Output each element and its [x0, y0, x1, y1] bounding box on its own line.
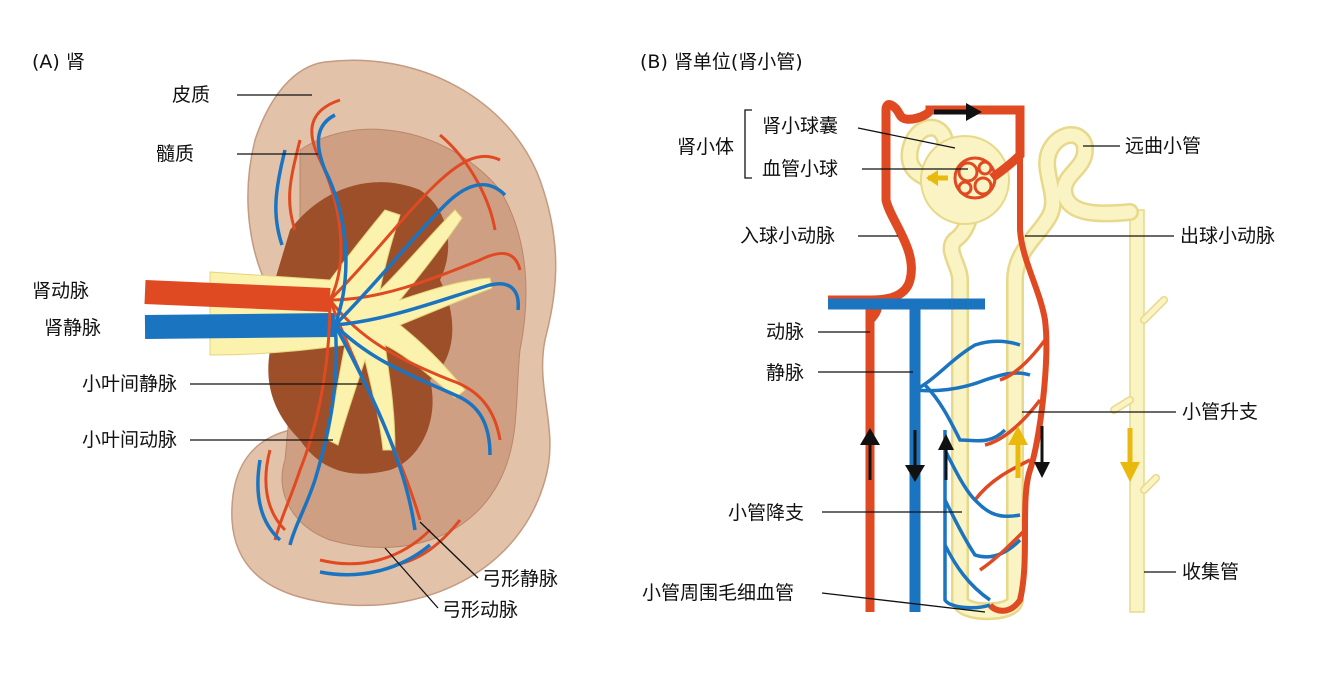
label-arcuate-vein: 弓形静脉	[482, 568, 558, 590]
label-collecting-duct: 收集管	[1182, 561, 1239, 583]
label-medulla: 髓质	[156, 143, 194, 165]
panel-b-title: (B) 肾单位(肾小管)	[640, 51, 803, 73]
label-arcuate-artery: 弓形动脉	[442, 599, 518, 621]
label-interlobular-artery: 小叶间动脉	[82, 429, 177, 451]
leader-arcuate-vein	[419, 521, 479, 579]
filtrate-arrow	[926, 170, 938, 186]
renal-artery	[144, 280, 331, 312]
collecting-duct	[1110, 209, 1168, 613]
label-interlobular-vein: 小叶间静脉	[82, 373, 177, 395]
label-renal-artery: 肾动脉	[32, 280, 89, 302]
label-vein: 静脉	[766, 362, 804, 384]
kidney-veins	[256, 113, 520, 577]
label-efferent-arteriole: 出球小动脉	[1180, 225, 1275, 247]
efferent-arteriole	[987, 110, 1050, 614]
label-renal-corpuscle: 肾小体	[677, 136, 734, 158]
label-artery: 动脉	[766, 321, 804, 343]
leader-arcuate-artery	[384, 547, 439, 609]
leader-bowman-capsule	[857, 127, 956, 149]
label-afferent-arteriole: 入球小动脉	[740, 225, 835, 247]
label-distal-tubule: 远曲小管	[1125, 135, 1201, 157]
leader-peritubular-capillaries	[821, 592, 986, 613]
bracket-renal-corpuscle	[744, 109, 752, 179]
renal-pelvis	[209, 209, 493, 451]
flow-arrows	[860, 103, 1050, 482]
label-descending-limb: 小管降支	[728, 502, 804, 524]
label-renal-vein: 肾静脉	[44, 317, 101, 339]
label-bowman-capsule: 肾小球囊	[762, 115, 838, 137]
renal-vein	[144, 313, 336, 339]
panel-b-nephron: (B) 肾单位(肾小管)	[640, 51, 1275, 621]
filtrate-flow-arrows	[1008, 426, 1140, 482]
label-peritubular-capillaries: 小管周围毛细血管	[642, 582, 794, 604]
panel-a-title: (A) 肾	[32, 51, 85, 73]
peritubular-capillaries	[914, 338, 1047, 610]
panel-a-kidney: (A) 肾	[32, 51, 558, 621]
label-glomerulus: 血管小球	[762, 158, 838, 180]
label-cortex: 皮质	[172, 84, 210, 106]
label-ascending-limb: 小管升支	[1182, 401, 1258, 423]
